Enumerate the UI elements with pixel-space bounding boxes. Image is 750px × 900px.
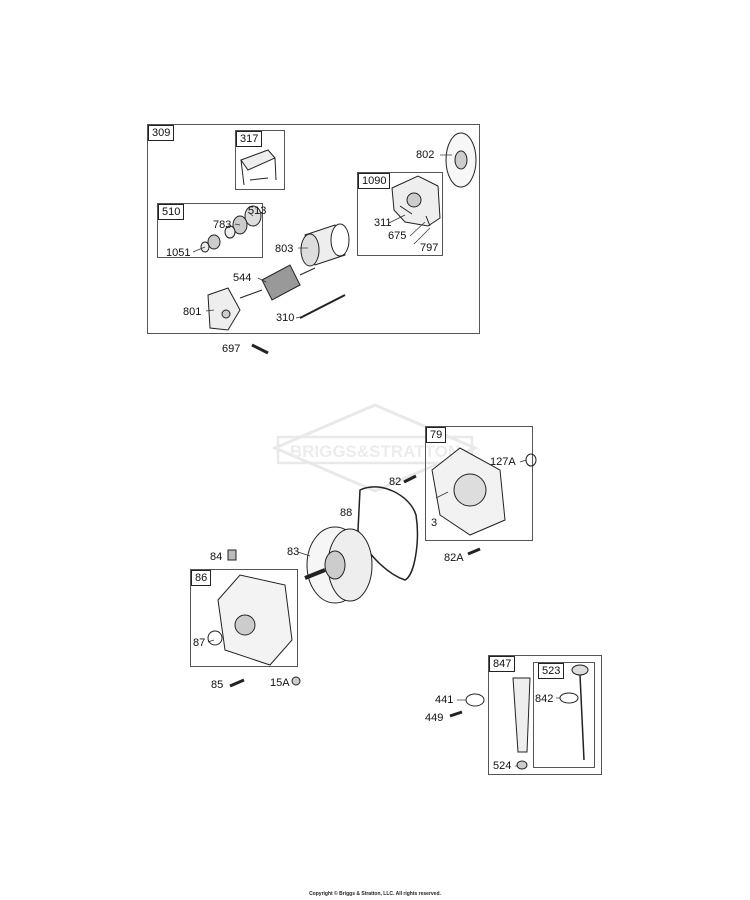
part-842-label: 842 [535,693,554,705]
group-523-tag: 523 [538,663,565,679]
part-803-label: 803 [275,243,294,255]
copyright-footer: Copyright © Briggs & Stratton, LLC. All … [309,891,441,897]
watermark-text: BRIGGS&STRATTON [290,442,460,461]
group-309-tag: 309 [148,125,175,141]
part-15A-label: 15A [270,677,290,689]
part-524-label: 524 [493,760,512,772]
part-802-label: 802 [416,149,435,161]
part-84-label: 84 [210,551,223,563]
watermark-logo: BRIGGS&STRATTON [271,403,479,493]
group-79-tag: 79 [426,427,447,443]
part-83-label: 83 [287,546,300,558]
part-783-label: 783 [213,219,232,231]
group-1090-box [357,172,443,256]
part-697-label: 697 [222,343,241,355]
part-82-label: 82 [389,476,402,488]
group-510-tag: 510 [158,204,185,220]
part-441-label: 441 [435,694,454,706]
part-3-label: 3 [431,517,438,529]
part-544-label: 544 [233,272,252,284]
part-801-label: 801 [183,306,202,318]
part-311-label: 311 [374,217,392,229]
group-309-box [147,124,480,334]
part-449-label: 449 [425,712,444,724]
group-86-box [190,569,298,667]
part-82A-label: 82A [444,552,464,564]
group-79-box [425,426,533,541]
group-317-box [235,130,285,190]
part-513-label: 513 [248,205,267,217]
group-523-box [533,662,595,768]
group-86-tag: 86 [191,570,212,586]
group-847-tag: 847 [489,656,516,672]
part-1051-label: 1051 [166,247,191,259]
part-310-label: 310 [276,312,295,324]
group-847-box [488,655,602,775]
part-797-label: 797 [420,242,439,254]
part-87-label: 87 [193,637,206,649]
part-127A-label: 127A [490,456,516,468]
group-317-tag: 317 [236,131,263,147]
part-88-label: 88 [340,507,353,519]
part-675-label: 675 [388,230,407,242]
group-510-box [157,203,263,258]
part-85-label: 85 [211,679,224,691]
group-1090-tag: 1090 [358,173,391,189]
